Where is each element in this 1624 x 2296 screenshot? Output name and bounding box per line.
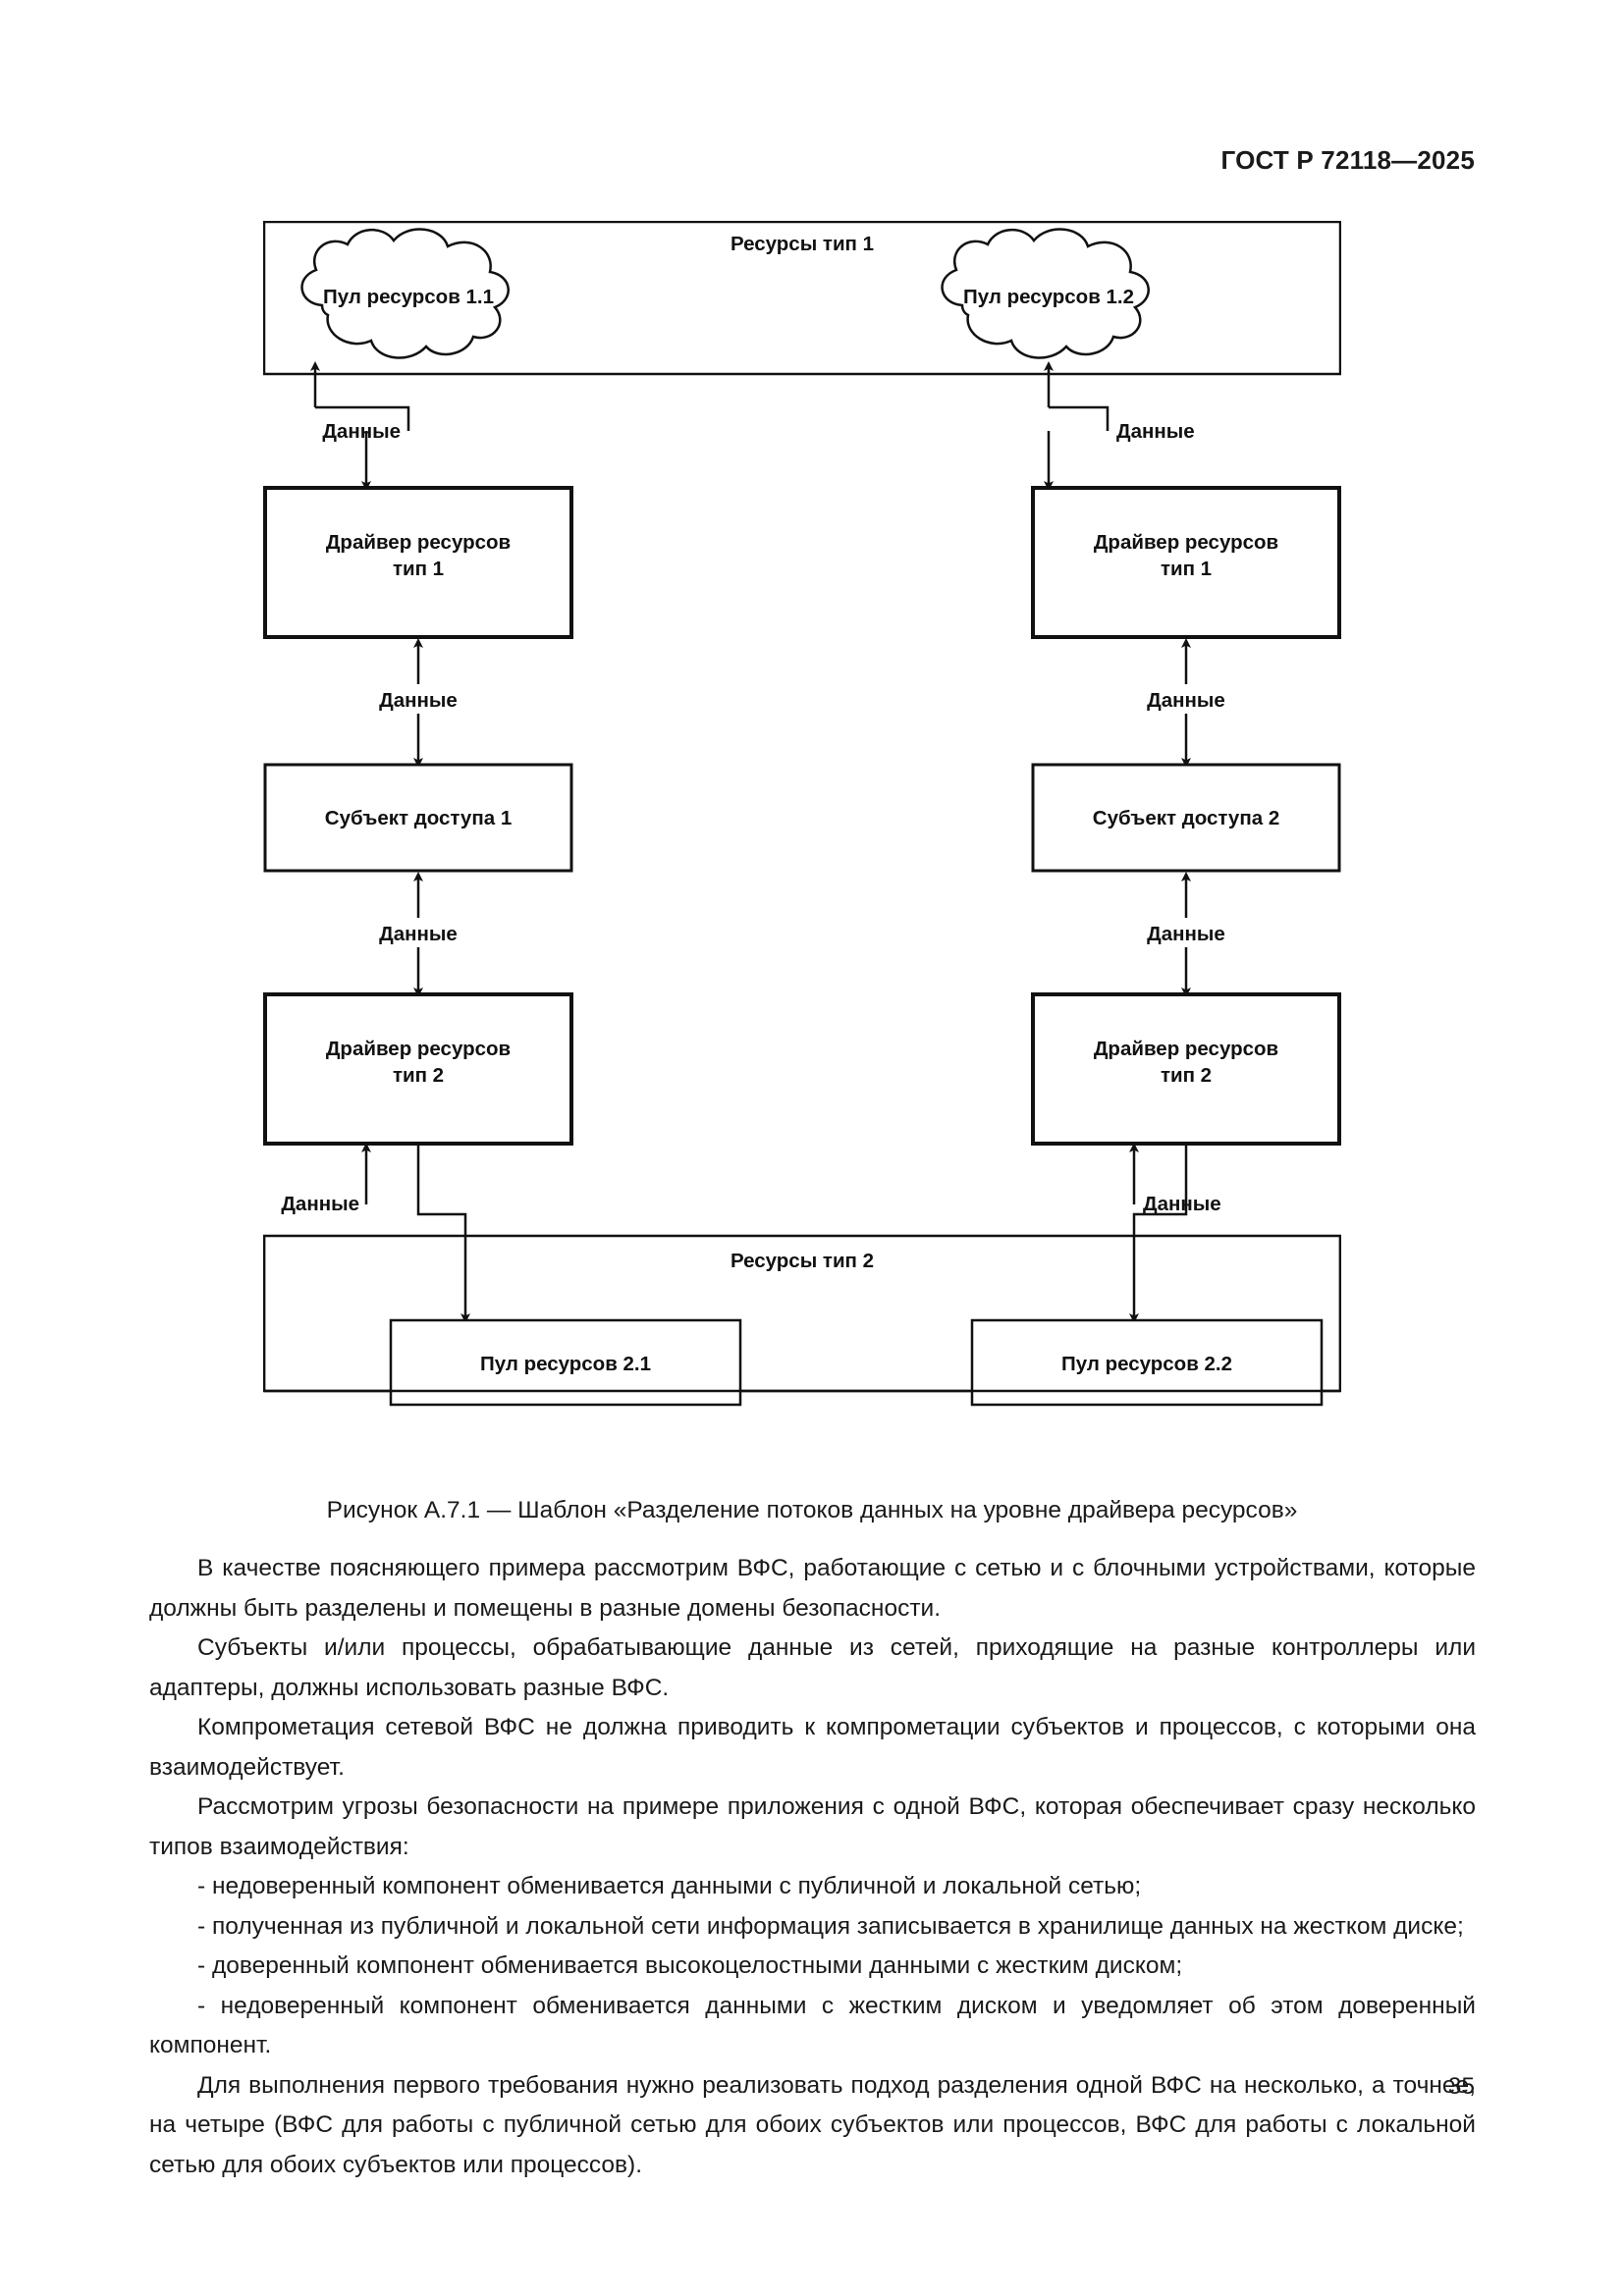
- edge-label-left-subject1-driver2: Данные: [379, 923, 458, 945]
- edge-right-driver1-subject1: Данные: [1119, 638, 1253, 768]
- body-text: В качестве поясняющего примера рассмотри…: [149, 1549, 1476, 2185]
- pool-1-2-label: Пул ресурсов 1.2: [963, 286, 1134, 308]
- driver-right-t1-line1: Драйвер ресурсов: [1094, 531, 1278, 554]
- paragraph-1: В качестве поясняющего примера рассмотри…: [149, 1555, 1476, 1622]
- edge-label-left-driver2-res2: Данные: [281, 1193, 359, 1215]
- driver-right-t2-line1: Драйвер ресурсов: [1094, 1038, 1278, 1060]
- box-driver-resources-type2-right: Драйвер ресурсов тип 2: [1031, 992, 1341, 1146]
- edge-label-left-pool11: Данные: [322, 420, 401, 443]
- list-item-3: - доверенный компонент обменивается высо…: [197, 1952, 1183, 1979]
- pool-1-1-label: Пул ресурсов 1.1: [323, 286, 494, 308]
- pool-2-2-label: Пул ресурсов 2.2: [1061, 1353, 1232, 1375]
- list-item-2: - полученная из публичной и локальной се…: [197, 1912, 1464, 1940]
- edge-left-subject1-driver2: Данные: [352, 872, 485, 997]
- edge-label-left-driver1-subject1: Данные: [379, 689, 458, 712]
- list-item-1: - недоверенный компонент обменивается да…: [197, 1873, 1142, 1899]
- edge-label-right-subject1-driver2: Данные: [1147, 923, 1225, 945]
- paragraph-3: Компрометация сетевой ВФС не должна прив…: [149, 1714, 1476, 1781]
- figure-a-7-1: Ресурсы тип 1 Пул ресурсов 1.1 Пул ресур…: [263, 221, 1341, 1448]
- page-number: 35: [1447, 2073, 1475, 2100]
- driver-left-t1-line1: Драйвер ресурсов: [326, 531, 511, 554]
- edge-left-driver1-subject1: Данные: [352, 638, 485, 768]
- paragraph-4: Рассмотрим угрозы безопасности на пример…: [149, 1793, 1476, 1860]
- edge-label-right-driver1-subject1: Данные: [1147, 689, 1225, 712]
- paragraph-2: Субъекты и/или процессы, обрабатывающие …: [149, 1634, 1476, 1701]
- document-header-standard-number: ГОСТ Р 72118—2025: [1220, 145, 1475, 175]
- box-subject-access-1: Субъект доступа 1: [263, 763, 573, 873]
- pool-1-1-cloud: Пул ресурсов 1.1: [300, 228, 510, 359]
- figure-diagram-svg: Ресурсы тип 1 Пул ресурсов 1.1 Пул ресур…: [263, 221, 1341, 1407]
- resources-type2-title: Ресурсы тип 2: [731, 1250, 874, 1272]
- edge-left-driver1-to-pool11: Данные: [310, 361, 410, 443]
- edge-right-res2-to-driver2: Данные: [1129, 1143, 1221, 1215]
- subject-right-label: Субъект доступа 2: [1093, 807, 1279, 829]
- driver-right-t2-line2: тип 2: [1161, 1064, 1212, 1087]
- edge-right-driver1-to-pool12: Данные: [1044, 361, 1195, 443]
- resources-type1-title: Ресурсы тип 1: [731, 233, 874, 255]
- box-driver-resources-type2-left: Драйвер ресурсов тип 2: [263, 992, 573, 1146]
- figure-caption: Рисунок А.7.1 — Шаблон «Разделение поток…: [326, 1497, 1298, 1523]
- list-item-4: - недоверенный компонент обменивается да…: [149, 1992, 1476, 2059]
- driver-right-t1-line2: тип 1: [1161, 558, 1212, 580]
- edge-right-driver2-to-pool22: [1129, 1144, 1188, 1323]
- edge-left-driver2-to-pool21: [416, 1144, 470, 1323]
- driver-left-t1-line2: тип 1: [393, 558, 444, 580]
- box-driver-resources-type1-left: Драйвер ресурсов тип 1: [263, 486, 573, 639]
- edge-label-right-driver2-res2: Данные: [1143, 1193, 1221, 1215]
- subject-left-label: Субъект доступа 1: [325, 807, 512, 829]
- pool-1-2-cloud: Пул ресурсов 1.2: [941, 228, 1150, 359]
- driver-left-t2-line1: Драйвер ресурсов: [326, 1038, 511, 1060]
- pool-2-1-label: Пул ресурсов 2.1: [480, 1353, 651, 1375]
- paragraph-5: Для выполнения первого требования нужно …: [149, 2071, 1476, 2178]
- box-subject-access-2: Субъект доступа 2: [1031, 763, 1341, 873]
- box-driver-resources-type1-right: Драйвер ресурсов тип 1: [1031, 486, 1341, 639]
- edge-right-subject1-driver2: Данные: [1119, 872, 1253, 997]
- driver-left-t2-line2: тип 2: [393, 1064, 444, 1087]
- edge-left-res2-to-driver2: Данные: [281, 1143, 371, 1215]
- edge-label-right-pool12: Данные: [1116, 420, 1195, 443]
